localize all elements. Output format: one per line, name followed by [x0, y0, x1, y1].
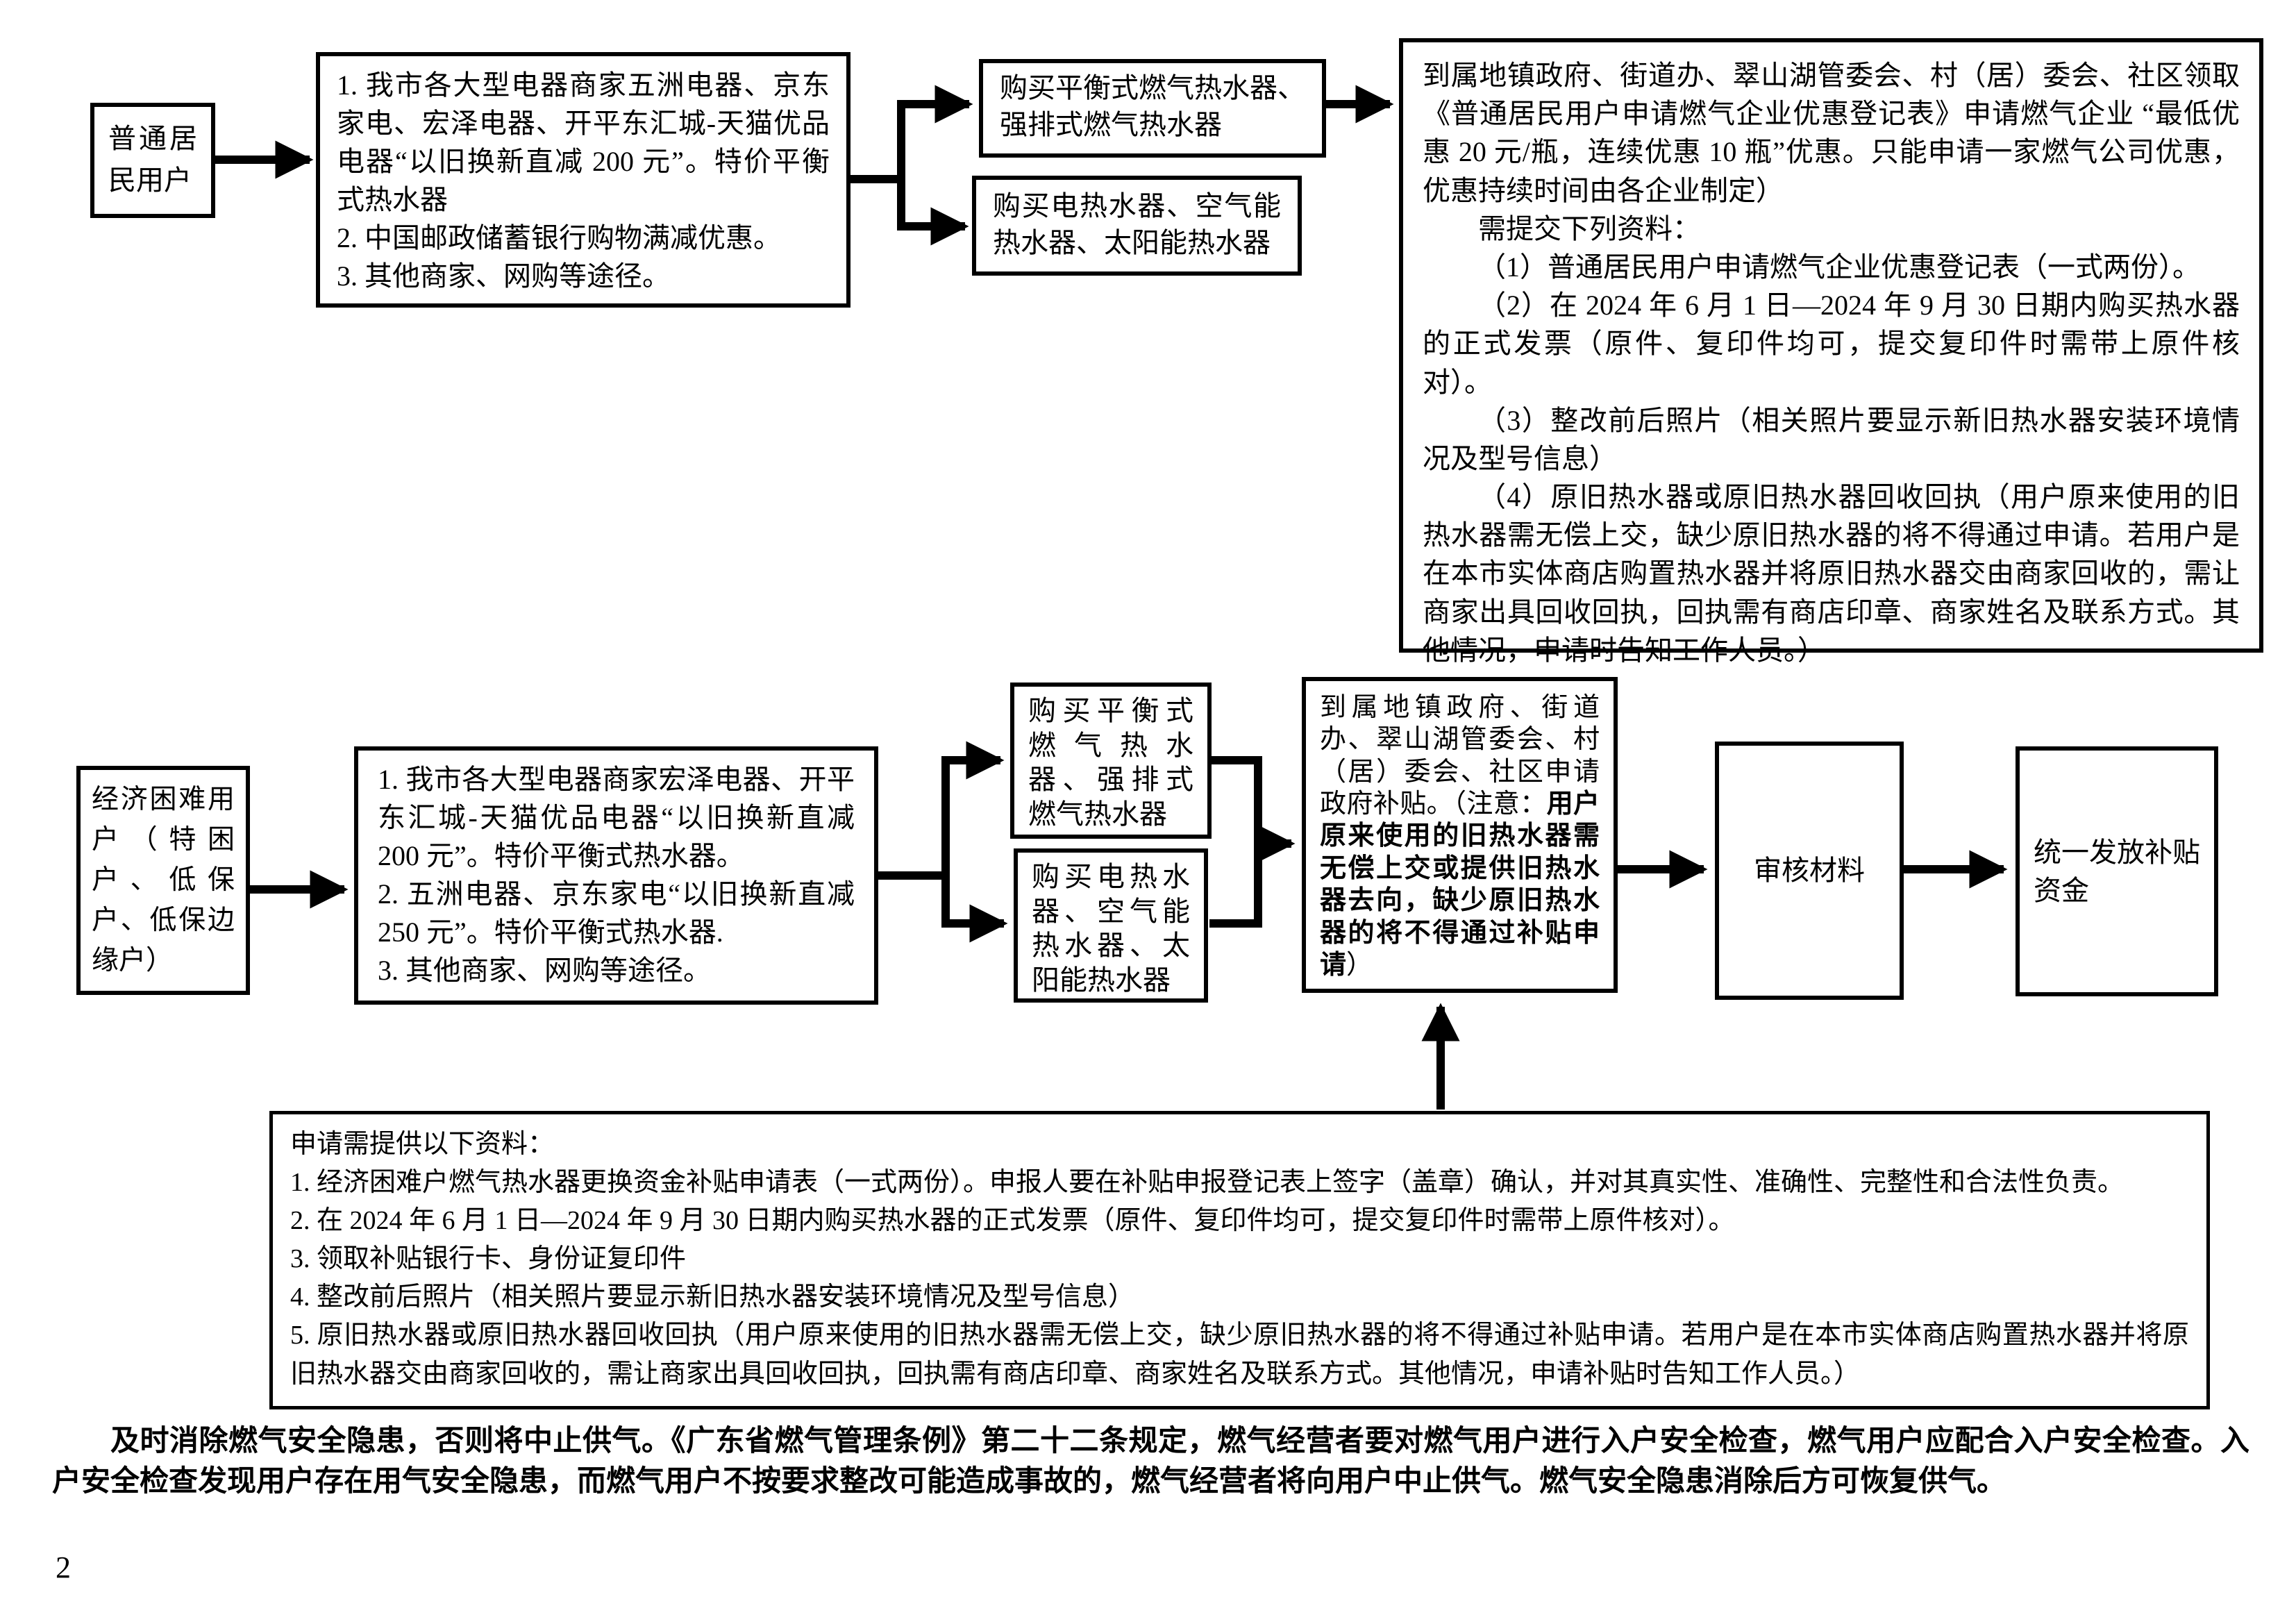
subsidy-apply-bold-note: 用户原来使用的旧热水器需无偿上交或提供旧热水器去向，缺少原旧热水器的将不得通过补… — [1320, 789, 1600, 980]
buy-other-heater-label: 购买电热水器、空气能热水器、太阳能热水器 — [1032, 861, 1190, 996]
materials-item: 3. 领取补贴银行卡、身份证复印件 — [290, 1244, 687, 1274]
review-materials-label: 审核材料 — [1754, 855, 1865, 887]
materials-title: 申请需提供以下资料： — [290, 1130, 555, 1159]
registry-item: （4）原旧热水器或原旧热水器回收回执（用户原来使用的旧热水器需无偿上交，缺少原旧… — [1423, 481, 2240, 666]
subsidy-apply-normal: 到属地镇政府、街道办、翠山湖管委会、村（居）委会、社区申请政府补贴。（注意： — [1320, 693, 1600, 819]
subsidy-apply-text: 到属地镇政府、街道办、翠山湖管委会、村（居）委会、社区申请政府补贴。（注意：用户… — [1320, 692, 1600, 981]
materials-item: 1. 经济困难户燃气热水器更换资金补贴申请表（一式两份）。申报人要在补贴申报登记… — [290, 1168, 2125, 1198]
ordinary-purchase-channels-box: 1. 我市各大型电器商家五洲电器、京东家电、宏泽电器、开平东汇城-天猫优品电器“… — [316, 52, 850, 308]
buy-gas-heater-label: 购买平衡式燃气热水器、强排式燃气热水器 — [1000, 72, 1305, 140]
materials-item: 2. 在 2024 年 6 月 1 日—2024 年 9 月 30 日期内购买热… — [290, 1206, 1735, 1236]
gas-company-registry-box: 到属地镇政府、街道办、翠山湖管委会、村（居）委会、社区领取《普通居民用户申请燃气… — [1399, 38, 2263, 666]
grant-funds-box: 统一发放补贴资金 — [2016, 746, 2218, 996]
poor-user-box: 经济困难用户（特困户、低保户、低保边缘户） — [76, 766, 250, 995]
materials-item: 5. 原旧热水器或原旧热水器回收回执（用户原来使用的旧热水器需无偿上交，缺少原旧… — [290, 1321, 2189, 1389]
channel-item: 2. 中国邮政储蓄银行购物满减优惠。 — [337, 222, 781, 253]
buy-gas-heater-box-2: 购买平衡式燃气热水器、强排式燃气热水器 — [1010, 683, 1212, 839]
registry-item: （3）整改前后照片（相关照片要显示新旧热水器安装环境情况及型号信息） — [1423, 404, 2240, 474]
review-materials-box: 审核材料 — [1715, 742, 1904, 1000]
registry-item: （2）在 2024 年 6 月 1 日—2024 年 9 月 30 日期内购买热… — [1423, 290, 2240, 398]
grant-funds-label: 统一发放补贴资金 — [2034, 836, 2200, 906]
registry-intro: 到属地镇政府、街道办、翠山湖管委会、村（居）委会、社区领取《普通居民用户申请燃气… — [1423, 60, 2240, 206]
government-subsidy-apply-box: 到属地镇政府、街道办、翠山湖管委会、村（居）委会、社区申请政府补贴。（注意：用户… — [1302, 677, 1618, 993]
buy-other-heater-box-1: 购买电热水器、空气能热水器、太阳能热水器 — [972, 176, 1302, 276]
subsidy-apply-close: ） — [1346, 950, 1373, 980]
safety-warning-paragraph: 及时消除燃气安全隐患，否则将中止供气。《广东省燃气管理条例》第二十二条规定，燃气… — [52, 1425, 2249, 1498]
buy-gas-heater-box-1: 购买平衡式燃气热水器、强排式燃气热水器 — [979, 59, 1326, 158]
channel-item: 1. 我市各大型电器商家五洲电器、京东家电、宏泽电器、开平东汇城-天猫优品电器“… — [337, 69, 830, 215]
poor-purchase-channels-box: 1. 我市各大型电器商家宏泽电器、开平东汇城-天猫优品电器“以旧换新直减 200… — [354, 746, 878, 1005]
buy-other-heater-box-2: 购买电热水器、空气能热水器、太阳能热水器 — [1014, 848, 1208, 1003]
page-number: 2 — [56, 1550, 71, 1584]
channel-item: 1. 我市各大型电器商家宏泽电器、开平东汇城-天猫优品电器“以旧换新直减 200… — [378, 764, 855, 871]
connector-heaters-merge-to-subsidy — [1209, 756, 1296, 928]
channel-item: 3. 其他商家、网购等途径。 — [378, 955, 711, 986]
registry-need-title: 需提交下列资料： — [1478, 212, 1700, 244]
registry-item: （1）普通居民用户申请燃气企业优惠登记表（一式两份）。 — [1478, 251, 2200, 283]
required-materials-box: 申请需提供以下资料： 1. 经济困难户燃气热水器更换资金补贴申请表（一式两份）。… — [269, 1111, 2210, 1409]
materials-item: 4. 整改前后照片（相关照片要显示新旧热水器安装环境情况及型号信息） — [290, 1282, 1135, 1312]
connector-channels2-split — [878, 741, 1008, 943]
ordinary-user-label: 普通居民用户 — [108, 123, 197, 196]
ordinary-user-box: 普通居民用户 — [90, 103, 215, 218]
poor-user-label: 经济困难用户（特困户、低保户、低保边缘户） — [92, 785, 235, 976]
channel-item: 3. 其他商家、网购等途径。 — [337, 260, 670, 292]
channel-item: 2. 五洲电器、京东家电“以旧换新直减 250 元”。特价平衡式热水器. — [378, 878, 855, 948]
buy-other-heater-label: 购买电热水器、空气能热水器、太阳能热水器 — [993, 190, 1281, 258]
buy-gas-heater-label: 购买平衡式燃气热水器、强排式燃气热水器 — [1028, 695, 1193, 830]
connector-channels1-split — [850, 85, 973, 246]
